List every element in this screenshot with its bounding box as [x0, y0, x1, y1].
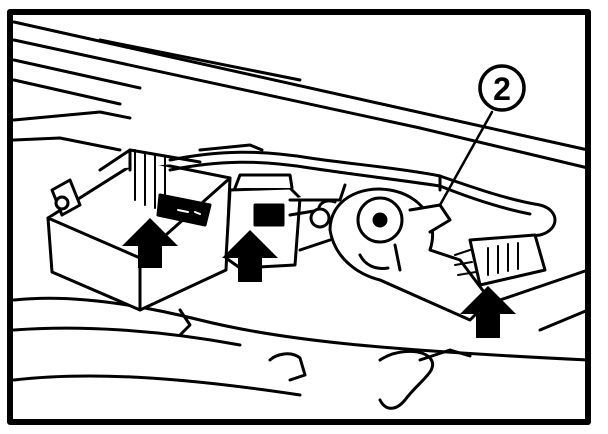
callout-label: 2 — [493, 71, 511, 107]
callout-circle — [478, 64, 526, 112]
arrows — [122, 218, 516, 338]
arrow-up-middle — [222, 230, 278, 282]
callout-2: 2 — [478, 64, 526, 112]
body-panel-lines — [12, 20, 590, 170]
arrow-up-left — [122, 218, 178, 268]
right-connector — [454, 233, 547, 287]
arrow-up-right — [460, 286, 516, 338]
wiring-harness — [168, 143, 557, 242]
lower-cables — [178, 308, 472, 410]
motor-assembly — [298, 187, 492, 322]
callout-leader-line — [438, 110, 494, 207]
